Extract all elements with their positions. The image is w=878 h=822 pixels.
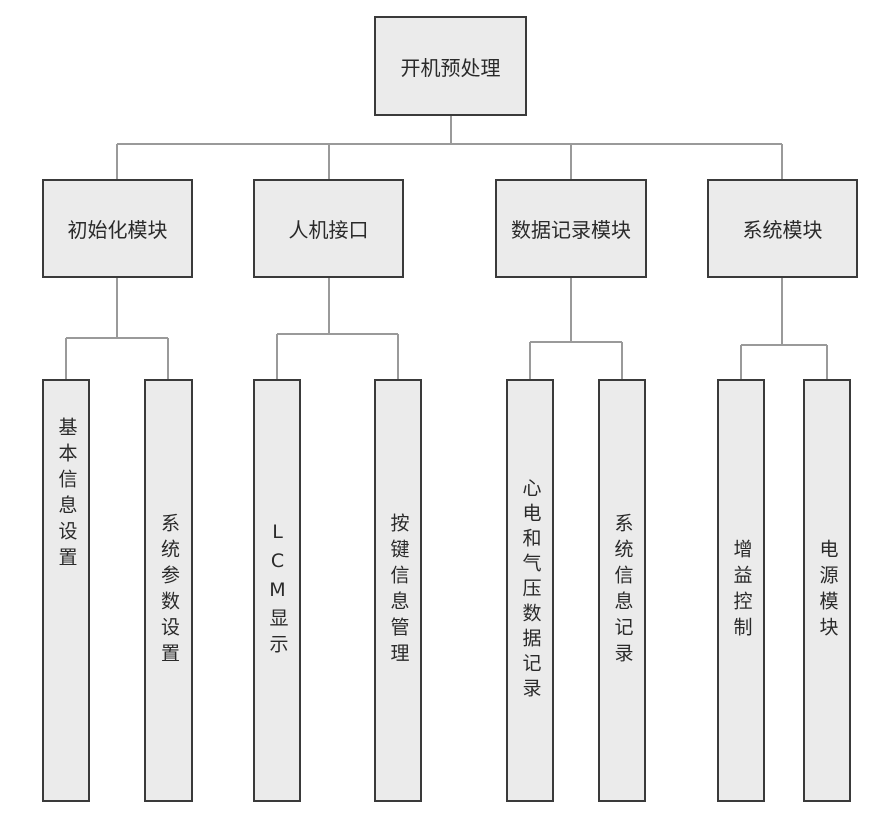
module-node-system: 系统模块	[707, 179, 858, 278]
module-label: 系统模块	[742, 218, 823, 242]
leaf-node: 系统信息记录	[598, 379, 646, 802]
leaf-label: 系统信息记录	[611, 512, 634, 669]
leaf-node: 基本信息设置	[42, 379, 90, 802]
module-label: 人机接口	[288, 218, 369, 242]
leaf-label: LCM显示	[266, 521, 289, 660]
module-node-init: 初始化模块	[42, 179, 193, 278]
leaf-label: 按键信息管理	[387, 512, 410, 669]
module-label: 数据记录模块	[511, 218, 631, 242]
leaf-node: 心电和气压数据记录	[506, 379, 554, 802]
module-node-data-record: 数据记录模块	[495, 179, 647, 278]
module-node-hmi: 人机接口	[253, 179, 404, 278]
leaf-node: 电源模块	[803, 379, 851, 802]
leaf-node: LCM显示	[253, 379, 301, 802]
leaf-label: 基本信息设置	[55, 417, 78, 573]
leaf-label: 增益控制	[730, 538, 753, 643]
leaf-label: 电源模块	[816, 538, 839, 643]
root-node: 开机预处理	[374, 16, 527, 116]
root-node-label: 开机预处理	[400, 55, 501, 80]
leaf-node: 按键信息管理	[374, 379, 422, 802]
module-label: 初始化模块	[67, 218, 168, 242]
leaf-label: 系统参数设置	[158, 512, 180, 669]
leaf-node: 系统参数设置	[144, 379, 193, 802]
leaf-node: 增益控制	[717, 379, 765, 802]
leaf-label: 心电和气压数据记录	[519, 478, 542, 703]
